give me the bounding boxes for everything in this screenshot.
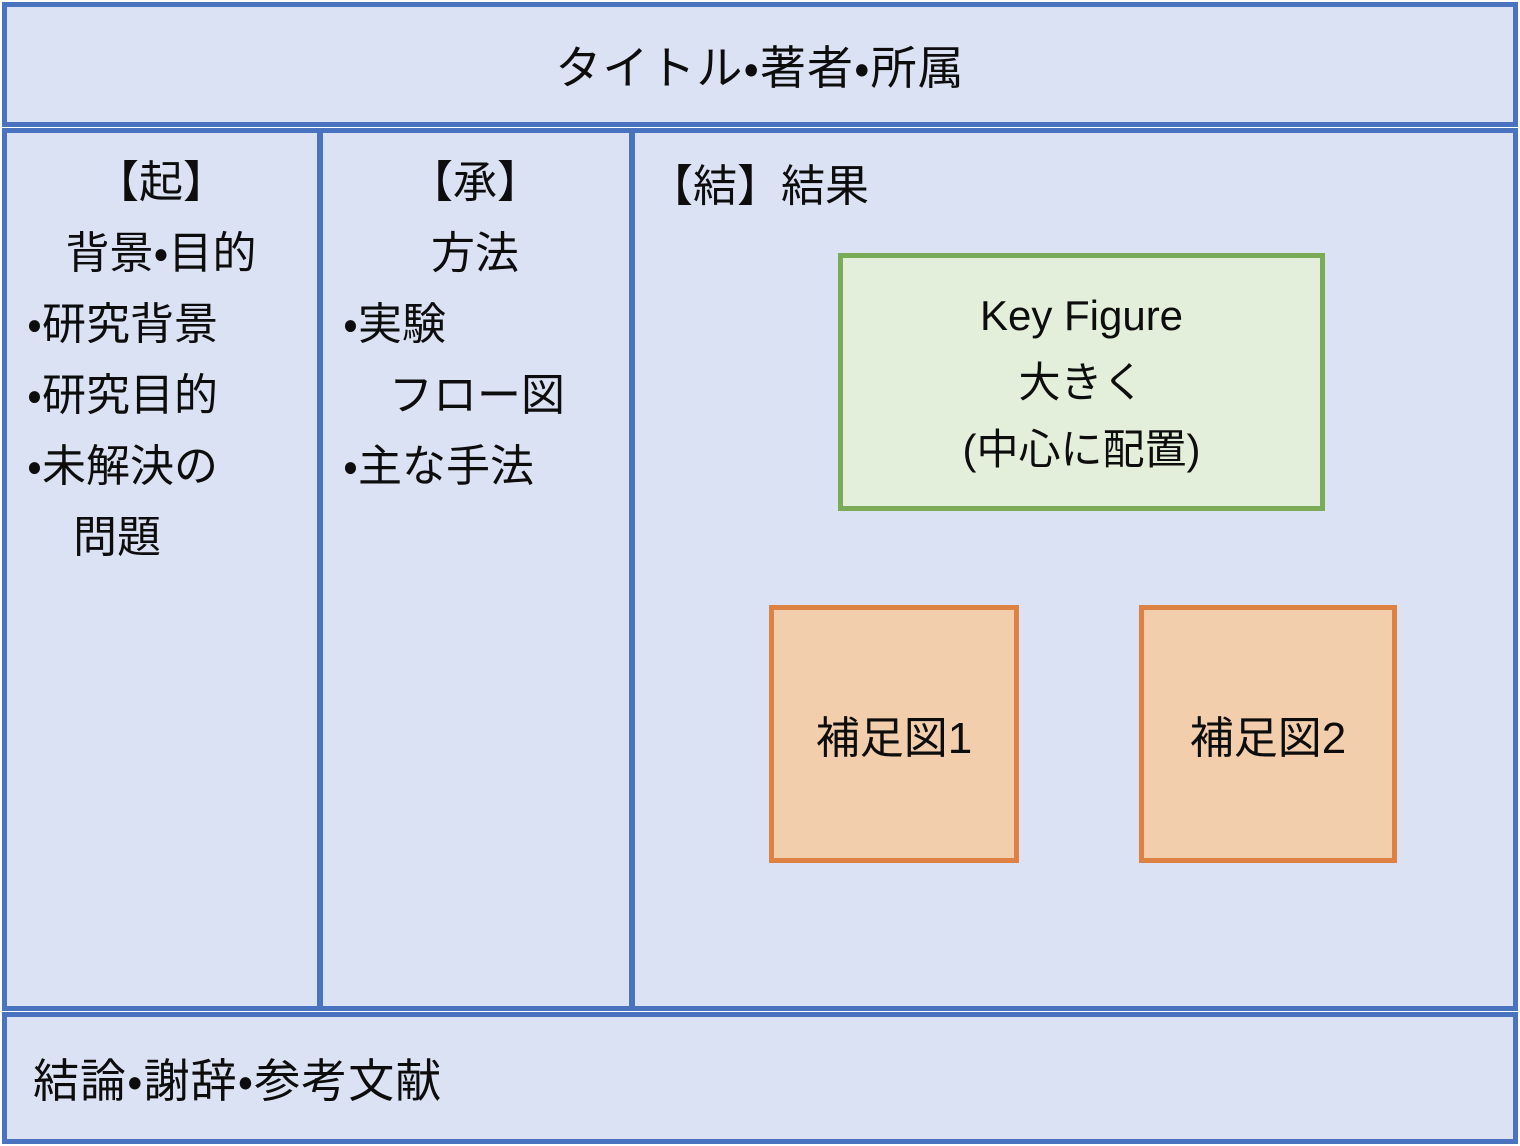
- intro-subheading: 背景・目的: [65, 229, 257, 278]
- intro-heading: 【起】: [95, 158, 227, 207]
- key-figure-placeholder: Key Figure 大きく (中心に配置): [838, 253, 1325, 511]
- sub-figure-2-placeholder: 補足図2: [1139, 605, 1397, 863]
- column-divider-1: [317, 128, 323, 1011]
- intro-item: ・研究背景: [27, 300, 218, 349]
- method-item: ・実験: [343, 300, 446, 349]
- key-figure-note-size: 大きく: [1018, 358, 1145, 406]
- title-section: タイトル・著者・所属: [2, 2, 1518, 127]
- sub-figure-2-label: 補足図2: [1189, 714, 1347, 763]
- sub-figure-1-label: 補足図1: [815, 714, 973, 763]
- result-heading: 【結】結果: [649, 162, 869, 211]
- body-section: 【起】 背景・目的 ・研究背景 ・研究目的 ・未解決の 問題 【承】 方法 ・実…: [2, 128, 1518, 1011]
- sub-figure-1-placeholder: 補足図1: [769, 605, 1019, 863]
- key-figure-label: Key Figure: [979, 291, 1184, 339]
- intro-item-continued: 問題: [73, 513, 161, 562]
- method-column: 【承】 方法 ・実験 フロー図 ・主な手法: [323, 147, 627, 502]
- title-section-label: タイトル・著者・所属: [555, 41, 965, 94]
- conclusion-section: 結論・謝辞・参考文献: [2, 1012, 1518, 1144]
- key-figure-note-position: (中心に配置): [962, 425, 1201, 473]
- column-divider-2: [629, 128, 635, 1011]
- intro-column: 【起】 背景・目的 ・研究背景 ・研究目的 ・未解決の 問題: [7, 147, 315, 573]
- method-heading: 【承】: [409, 158, 541, 207]
- method-item: ・主な手法: [343, 442, 534, 491]
- conclusion-section-label: 結論・謝辞・参考文献: [33, 1055, 443, 1107]
- intro-item: ・未解決の: [27, 442, 218, 491]
- intro-item: ・研究目的: [27, 371, 218, 420]
- method-item-continued: フロー図: [389, 371, 565, 420]
- method-subheading: 方法: [431, 229, 519, 278]
